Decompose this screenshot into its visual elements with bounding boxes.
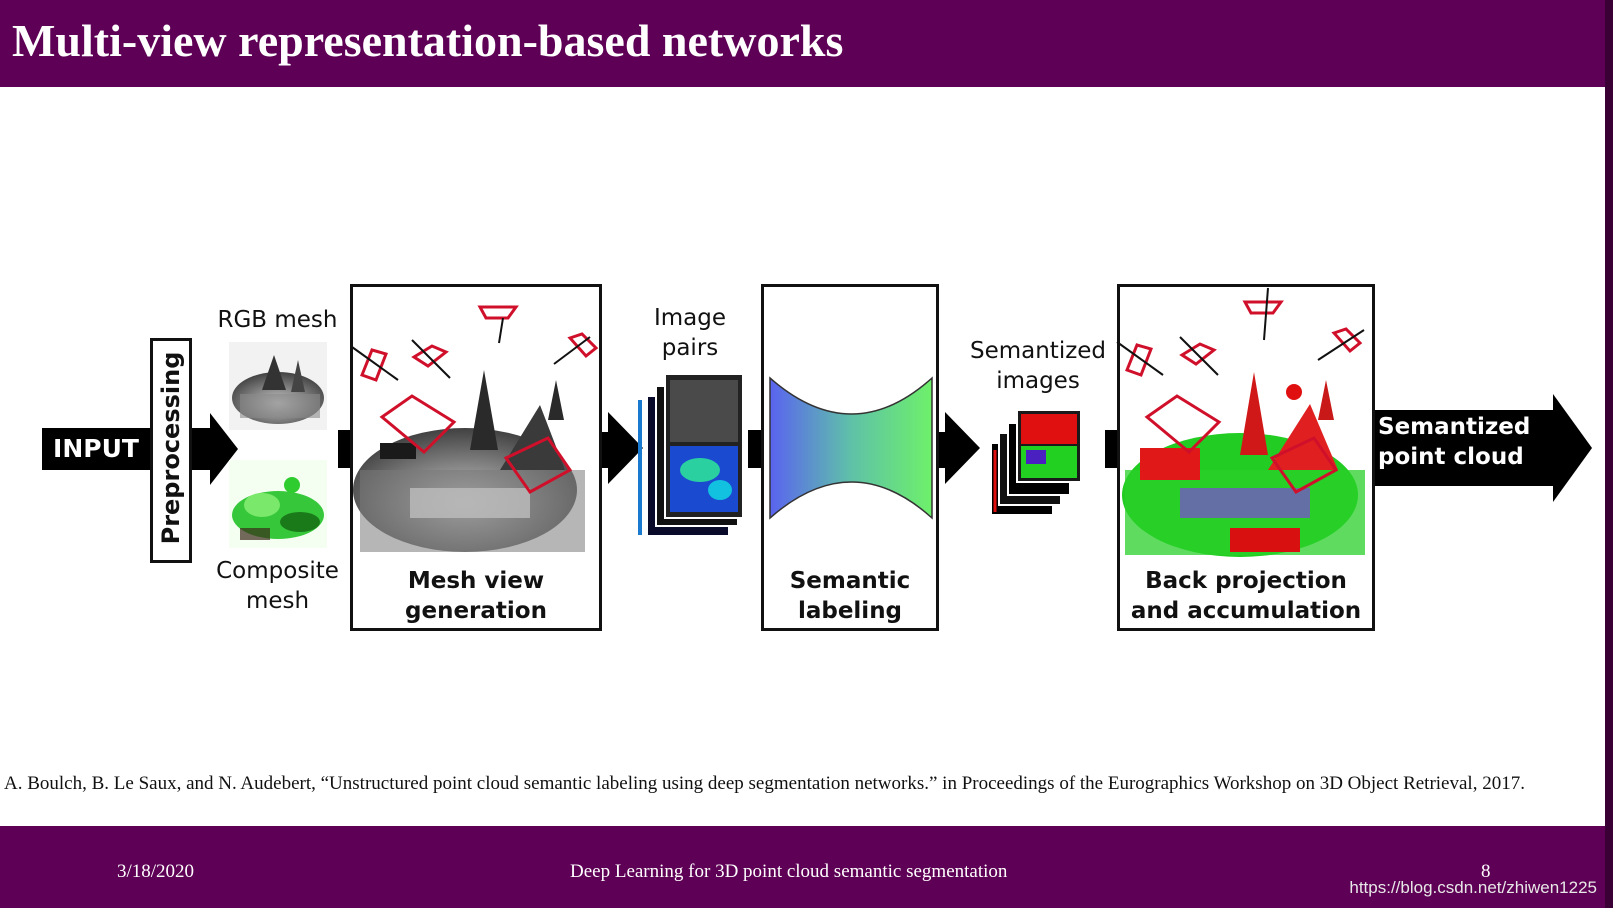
- camera-rays-left: [351, 317, 591, 381]
- back-projection-label-line1: Back projection: [1145, 568, 1347, 594]
- arrow-4: [937, 412, 980, 484]
- page-number: 8: [1481, 861, 1491, 882]
- output-arrow: [1375, 394, 1592, 502]
- camera-rays-right: [1116, 287, 1365, 376]
- mesh-view-label-line2: generation: [405, 598, 547, 624]
- arrow-1: [338, 430, 352, 468]
- arrow-5: [1105, 430, 1119, 468]
- semantic-labeling-label-line1: Semantic: [789, 568, 911, 594]
- back-projection-label-line2: and accumulation: [1130, 598, 1362, 624]
- citation-text: A. Boulch, B. Le Saux, and N. Audebert, …: [4, 773, 1525, 794]
- right-edge-strip: [1605, 0, 1613, 908]
- output-label-line1: Semantized: [1378, 414, 1531, 440]
- image-pairs-label-line1: Image: [653, 305, 727, 331]
- back-projection-box: [1117, 284, 1375, 631]
- preprocessing-label: Preprocessing: [157, 351, 185, 545]
- composite-mesh-thumbnail: [229, 460, 327, 548]
- composite-mesh-label-line1: Composite: [216, 558, 339, 584]
- back-projection-render: [1122, 372, 1365, 557]
- semantized-images-label-line1: Semantized: [969, 338, 1107, 364]
- footer-date: 3/18/2020: [117, 861, 195, 882]
- output-label-line2: point cloud: [1378, 444, 1524, 470]
- slide-header: Multi-view representation-based networks: [0, 0, 1613, 87]
- slide-title: Multi-view representation-based networks: [12, 15, 844, 66]
- image-pairs-stack: [638, 373, 744, 537]
- rgb-mesh-thumbnail: [229, 342, 327, 430]
- image-pairs-label-line2: pairs: [661, 335, 719, 361]
- input-label: INPUT: [53, 434, 139, 463]
- mesh-view-label-line1: Mesh view: [407, 568, 545, 594]
- semantized-images-stack: [990, 409, 1082, 516]
- semantized-images-label-line2: images: [996, 368, 1080, 394]
- semantic-labeling-box: [761, 284, 939, 631]
- composite-mesh-label-line2: mesh: [245, 588, 310, 614]
- preprocessing-box: Preprocessing: [150, 338, 192, 563]
- footer-title: Deep Learning for 3D point cloud semanti…: [570, 861, 1008, 882]
- arrow-2: [600, 412, 643, 484]
- slide-footer: 3/18/2020 Deep Learning for 3D point clo…: [0, 826, 1613, 908]
- semantic-labeling-label-line2: labeling: [797, 598, 903, 624]
- rgb-mesh-label: RGB mesh: [217, 307, 338, 333]
- encoder-decoder-shape: [769, 376, 933, 520]
- input-arrow: [42, 413, 238, 485]
- watermark-url: https://blog.csdn.net/zhiwen1225: [1349, 878, 1597, 897]
- arrow-3: [748, 430, 762, 468]
- mesh-view-generation-box: [350, 284, 602, 631]
